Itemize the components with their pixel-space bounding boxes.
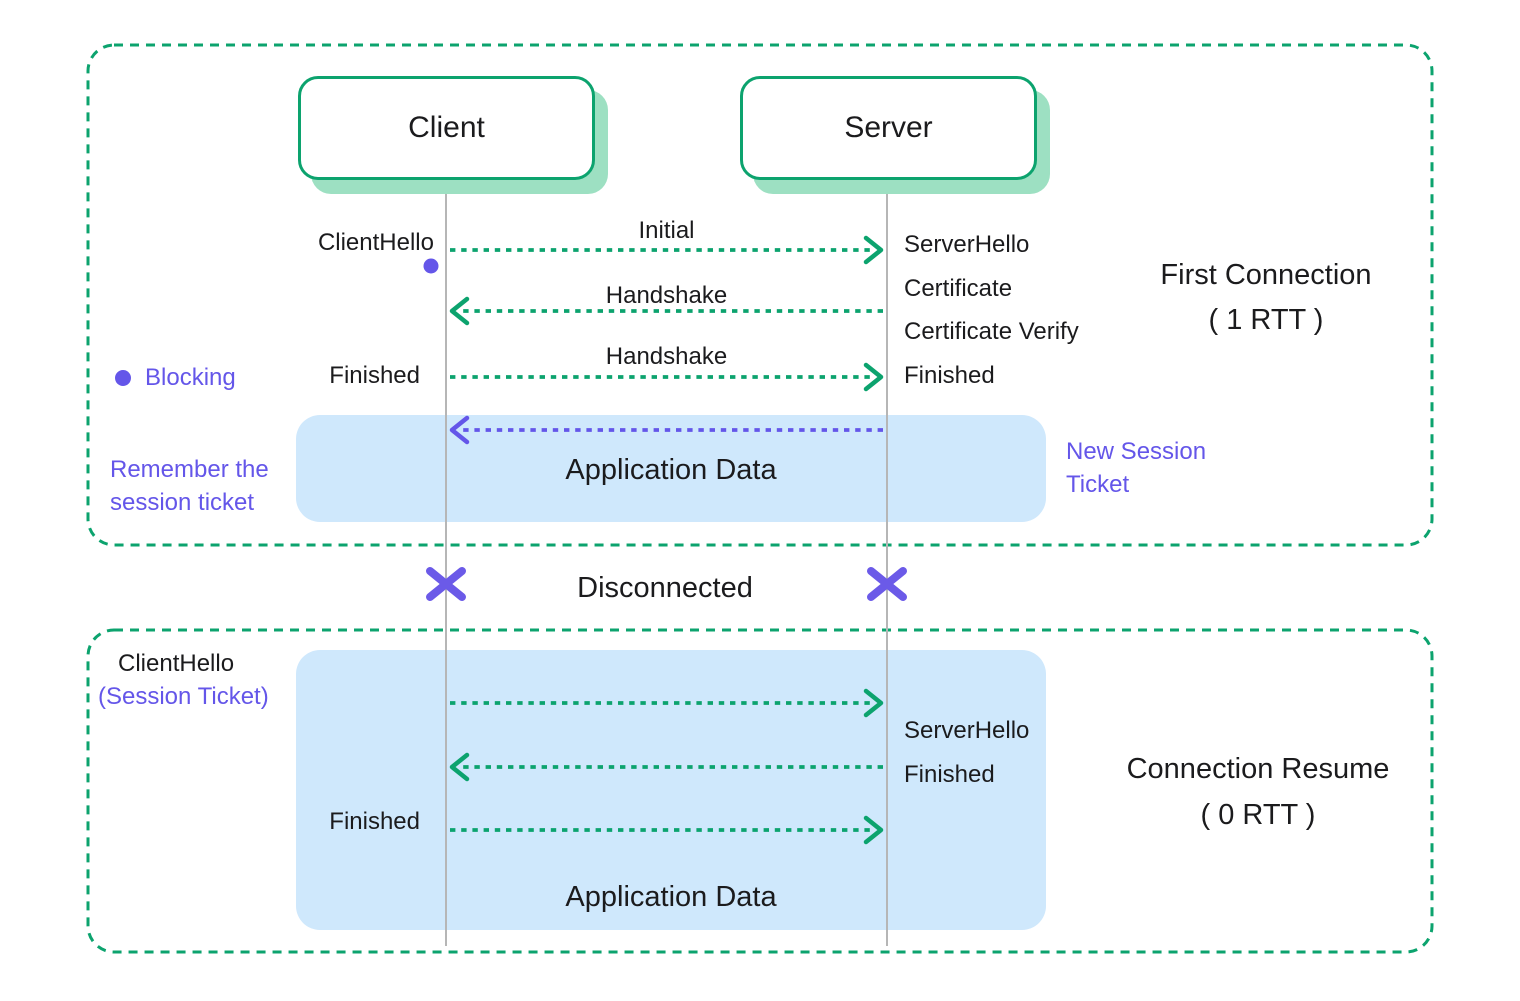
server-actor-label: Server xyxy=(844,111,933,144)
resume-session-ticket-label: (Session Ticket) xyxy=(98,683,269,710)
certificate-label: Certificate xyxy=(904,275,1013,302)
new-session-ticket-line2: Ticket xyxy=(1066,471,1130,498)
resume-server-finished-label: Finished xyxy=(904,761,995,788)
remember-ticket-line1: Remember the xyxy=(110,456,269,483)
server-disconnect-x-icon xyxy=(867,567,907,601)
client-finished-label: Finished xyxy=(329,362,420,389)
disconnected-label: Disconnected xyxy=(577,572,753,604)
blocking-dot-icon xyxy=(423,258,439,274)
arrow-handshake-client-to-server xyxy=(450,362,884,392)
resume-server-hello-label: ServerHello xyxy=(904,717,1030,744)
handshake-arrow-label-1: Handshake xyxy=(605,282,728,309)
server-finished-label: Finished xyxy=(904,362,995,389)
server-actor-box: Server xyxy=(740,76,1037,180)
first-connection-rtt: ( 1 RTT ) xyxy=(1208,304,1324,336)
arrow-application-data-blocking xyxy=(449,415,883,445)
remember-ticket-line2: session ticket xyxy=(110,489,255,516)
blocking-legend-label: Blocking xyxy=(145,364,236,391)
arrow-right-chevron-icon xyxy=(863,815,884,845)
arrow-resume-2 xyxy=(449,752,883,782)
arrow-left-chevron-icon xyxy=(449,296,470,326)
arrow-left-chevron-icon xyxy=(449,415,470,445)
application-data-label-first: Application Data xyxy=(565,454,777,486)
arrow-initial xyxy=(450,235,884,265)
handshake-arrow-label-2: Handshake xyxy=(605,343,728,370)
new-session-ticket-line1: New Session xyxy=(1066,438,1207,465)
application-data-box-resume xyxy=(296,650,1046,930)
arrow-right-chevron-icon xyxy=(863,362,884,392)
arrow-right-chevron-icon xyxy=(863,688,884,718)
certificate-verify-label: Certificate Verify xyxy=(904,318,1079,345)
client-actor-label: Client xyxy=(408,111,485,144)
application-data-box-first xyxy=(296,415,1046,522)
client-actor-box: Client xyxy=(298,76,595,180)
server-hello-label: ServerHello xyxy=(904,231,1030,258)
first-connection-title: First Connection xyxy=(1160,259,1372,291)
arrow-resume-3 xyxy=(450,815,884,845)
arrow-right-chevron-icon xyxy=(863,235,884,265)
resume-client-finished-label: Finished xyxy=(329,808,420,835)
blocking-legend-dot-icon xyxy=(115,370,131,386)
first-connection-panel-border xyxy=(86,43,1434,547)
resume-client-hello-label: ClientHello xyxy=(118,650,235,677)
arrow-left-chevron-icon xyxy=(449,752,470,782)
connection-resume-title: Connection Resume xyxy=(1126,753,1390,785)
application-data-label-resume: Application Data xyxy=(565,881,777,913)
client-hello-label: ClientHello xyxy=(317,229,434,256)
arrow-resume-1 xyxy=(450,688,884,718)
client-disconnect-x-icon xyxy=(426,567,466,601)
connection-resume-panel-border xyxy=(86,628,1434,954)
connection-resume-rtt: ( 0 RTT ) xyxy=(1200,799,1316,831)
initial-arrow-label: Initial xyxy=(638,217,695,244)
arrow-handshake-server-to-client xyxy=(449,296,883,326)
